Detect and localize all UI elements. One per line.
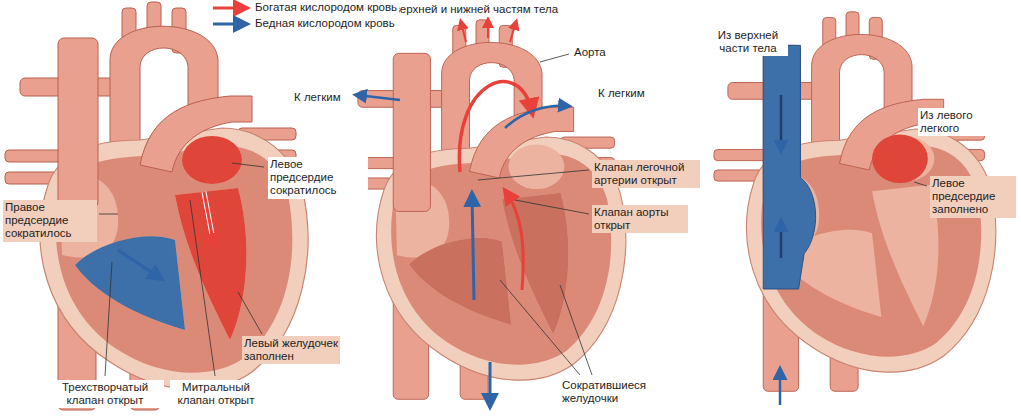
flow-arrow — [510, 22, 516, 42]
heart-panel — [344, 20, 626, 399]
flow-arrow — [505, 106, 568, 128]
part-label: Клапан легочной артерии открыт — [592, 160, 700, 188]
legend-text: Богатая кислородом кровь — [253, 1, 399, 14]
left-ventricle-blood — [175, 188, 246, 340]
flow-arrow — [118, 250, 160, 278]
flow-arrow-outline — [204, 192, 214, 245]
part-label: Клапан аорты открыт — [592, 205, 688, 233]
leader-line — [515, 200, 589, 214]
leader-line — [478, 170, 589, 180]
legend-arrow — [213, 7, 245, 10]
part-label: К легким — [292, 90, 343, 105]
flow-arrow — [489, 362, 492, 405]
part-label: К верхней и нижней частям тела — [382, 2, 560, 17]
flow-arrow — [357, 95, 400, 100]
right-ventricle-blood — [75, 236, 185, 330]
part-label: Из левого легкого — [918, 108, 1013, 136]
leader-line — [99, 214, 118, 215]
leader-line — [232, 163, 264, 167]
part-label: Трехстворчатый клапан открыт — [46, 380, 164, 408]
leader-line — [105, 262, 112, 376]
leader-line — [914, 182, 927, 186]
part-label: Левое предсердие сократилось — [268, 157, 368, 199]
part-label: Сократившиеся желудочки — [560, 378, 660, 406]
leader-line — [190, 200, 215, 376]
part-label: Правое предсердие сократилось — [3, 200, 97, 242]
contracted-ventricle — [409, 238, 511, 325]
flow-arrow — [780, 222, 783, 258]
part-label: Митральный клапан открыт — [170, 380, 262, 408]
flow-arrow — [780, 95, 783, 150]
flow-arrow — [779, 370, 782, 405]
flow-arrow — [459, 82, 532, 172]
legend-arrow — [213, 23, 245, 26]
flow-arrow — [472, 195, 474, 300]
flow-arrow — [506, 192, 523, 290]
flow-arrow — [204, 192, 214, 245]
part-label: Левое предсердие заполнено — [930, 176, 1016, 218]
vena-cava-blood — [763, 45, 815, 289]
leader-line — [238, 292, 262, 334]
leader-line — [500, 280, 580, 375]
part-label: Аорта — [572, 45, 608, 60]
flow-arrow — [461, 22, 466, 42]
heart — [344, 20, 626, 399]
left-atrium-blood — [182, 136, 242, 184]
part-label: Из верхней части тела — [708, 28, 788, 56]
left-atrium-blood — [872, 135, 928, 183]
legend-text: Бедная кислородом кровь — [253, 17, 397, 30]
part-label: К легким — [596, 86, 647, 101]
flow-arrow — [487, 20, 489, 38]
part-label: Левый желудочек заполнен — [242, 336, 340, 364]
leader-line — [540, 54, 569, 62]
leader-line — [560, 285, 592, 375]
contracted-ventricle — [502, 193, 568, 334]
